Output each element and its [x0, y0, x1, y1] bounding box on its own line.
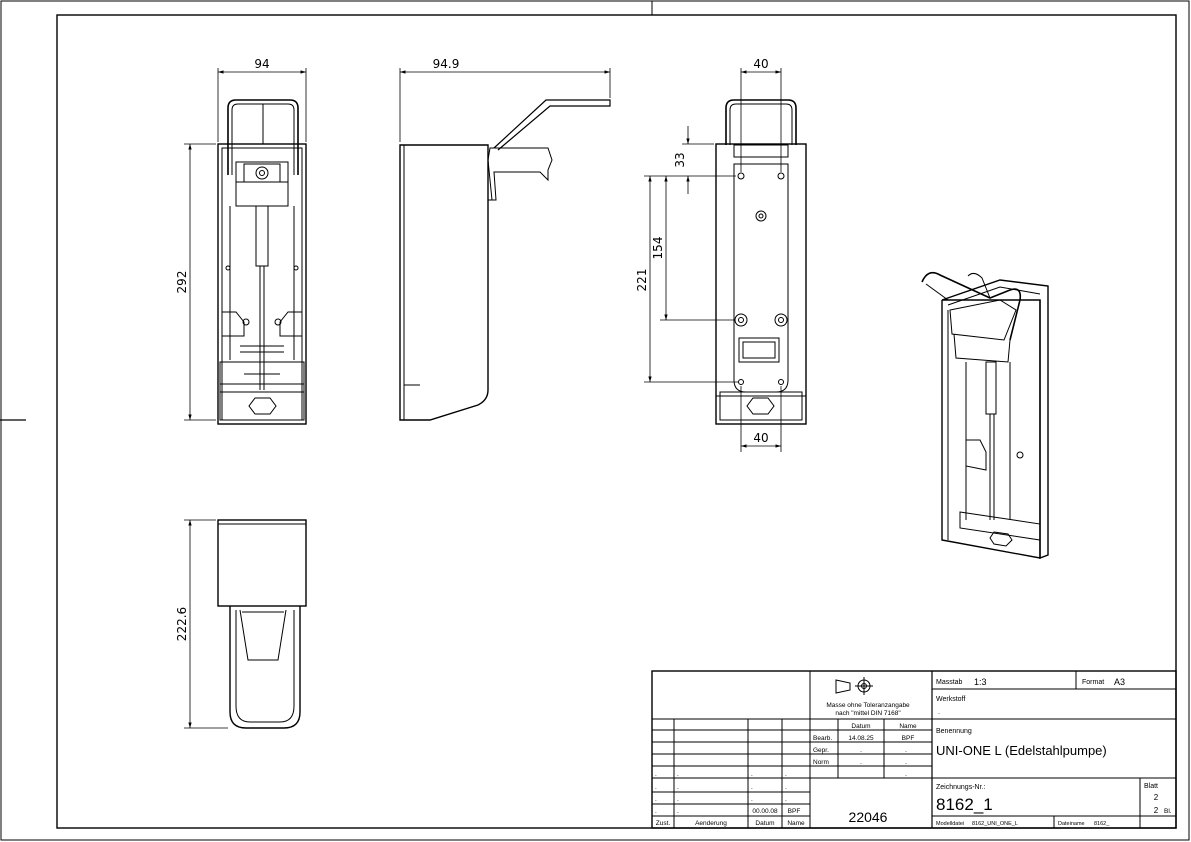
- front-view: [217, 99, 307, 425]
- blatt-suffix: Bl.: [1164, 808, 1172, 815]
- dim-front-width: 94: [254, 57, 269, 71]
- dim-bottom-depth: 222.6: [175, 607, 189, 641]
- dimension-lines: [184, 68, 782, 729]
- rev-date: 00.00.08: [752, 808, 778, 815]
- row-gepr: Gepr.: [813, 747, 829, 754]
- norm-date: .: [860, 759, 862, 766]
- rev-row-1-datum: .: [751, 771, 753, 778]
- blatt-total: 2: [1154, 806, 1159, 815]
- dim-back-221: 221: [635, 269, 649, 292]
- blatt-value: 2: [1154, 793, 1159, 802]
- blatt-label: Blatt: [1144, 783, 1158, 790]
- dateiname-label: Dateiname: [1058, 821, 1085, 827]
- norm-extra: .: [905, 771, 907, 778]
- dim-back-33: 33: [673, 152, 687, 167]
- gepr-name: .: [905, 747, 907, 754]
- header-aenderung: Aenderung: [695, 820, 727, 827]
- benennung-label: Benennung: [936, 728, 972, 735]
- dim-back-154: 154: [651, 237, 665, 260]
- rev-row-2-name: .: [785, 784, 787, 791]
- header-datum: Datum: [755, 820, 774, 827]
- bearb-date: 14.08.25: [848, 735, 874, 742]
- reference-number: 22046: [849, 809, 888, 825]
- rev-row-3-name: .: [785, 796, 787, 803]
- rev-row-1-name: .: [785, 771, 787, 778]
- rev-row-4-zust: .: [655, 808, 657, 815]
- rev-row-3-aenderung: .: [677, 796, 679, 803]
- column-datum: Datum: [851, 723, 870, 730]
- benennung-value: UNI-ONE L (Edelstahlpumpe): [936, 743, 1107, 758]
- gepr-date: .: [860, 747, 862, 754]
- tolerance-note-line-1: Masse ohne Toleranzangabe: [826, 702, 910, 709]
- row-norm: Norm: [813, 759, 829, 766]
- isometric-view: [921, 271, 1049, 560]
- rev-row-2-aenderung: .: [677, 784, 679, 791]
- dim-back-width-top: 40: [753, 57, 768, 71]
- bearb-name: BPF: [902, 735, 915, 742]
- modelldatei-label: Modelldatei: [936, 821, 964, 827]
- format-label: Format: [1082, 679, 1104, 686]
- column-name: Name: [899, 723, 917, 730]
- dim-height: 292: [175, 271, 189, 294]
- projection-symbol-icon: [835, 677, 873, 695]
- dateiname-value: 8162_: [1094, 821, 1110, 827]
- zeichnungsnr-label: Zeichnungs-Nr.:: [936, 784, 985, 791]
- title-block: Masse ohne Toleranzangabe nach "mittel D…: [651, 670, 1177, 829]
- rev-row-1-zust: .: [655, 771, 657, 778]
- zeichnungsnr-value: 8162_1: [936, 795, 993, 814]
- back-view: [715, 99, 807, 425]
- rev-name: BPF: [788, 808, 801, 815]
- dim-side-depth: 94.9: [433, 57, 460, 71]
- rev-row-2-zust: .: [655, 784, 657, 791]
- bottom-view: [217, 519, 307, 729]
- werkstoff-value: .: [938, 709, 940, 716]
- modelldatei-value: 8162_UNI_ONE_L: [972, 821, 1018, 827]
- massstab-label: Masstab: [936, 679, 963, 686]
- dimension-labels: 94 94.9 292 40 40 33 154 221 222.6: [175, 57, 769, 641]
- row-bearb: Bearb.: [813, 735, 832, 742]
- rev-row-2-datum: .: [751, 784, 753, 791]
- header-name: Name: [787, 820, 805, 827]
- format-value: A3: [1114, 677, 1125, 687]
- norm-name: .: [905, 759, 907, 766]
- rev-row-4-aenderung: .: [677, 808, 679, 815]
- werkstoff-label: Werkstoff: [936, 696, 965, 703]
- rev-row-1-aenderung: .: [677, 771, 679, 778]
- dim-back-width-bottom: 40: [753, 431, 768, 445]
- side-view: [399, 99, 611, 421]
- header-zust: Zust.: [656, 820, 671, 827]
- tolerance-note-line-2: nach "mittel DIN 7168": [835, 710, 901, 717]
- rev-row-3-zust: .: [655, 796, 657, 803]
- massstab-value: 1:3: [974, 677, 987, 687]
- rev-row-3-datum: .: [751, 796, 753, 803]
